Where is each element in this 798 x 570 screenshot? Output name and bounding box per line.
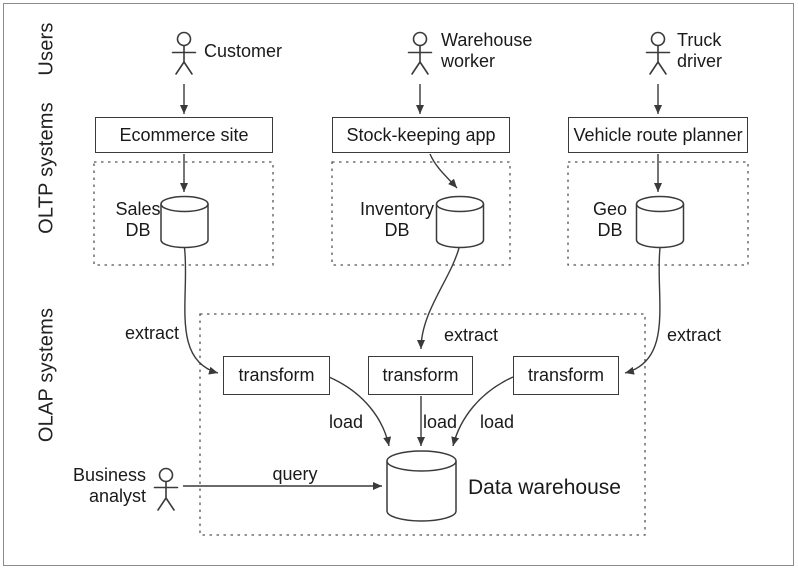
vehicle-route-planner-label: Vehicle route planner — [573, 124, 743, 145]
truck-driver-label-line2: driver — [677, 51, 723, 71]
data-warehouse-cylinder — [386, 450, 457, 522]
inventory-db-label-line1: Inventory — [359, 199, 435, 219]
customer-stick-figure-icon — [171, 31, 197, 75]
truck-driver-label: Truck driver — [677, 30, 722, 72]
ecommerce-site-label: Ecommerce site — [119, 124, 249, 145]
truck-driver-label-line1: Truck — [677, 30, 722, 50]
extract-label-left: extract — [124, 323, 180, 343]
sales-db-cylinder — [160, 195, 209, 249]
stock-keeping-app-box: Stock-keeping app — [332, 117, 510, 153]
extract-arrow-left — [183, 247, 219, 375]
extract-label-middle: extract — [443, 325, 499, 345]
extract-arrow-right — [624, 247, 661, 375]
data-warehouse-label: Data warehouse — [468, 476, 621, 499]
ecommerce-site-box: Ecommerce site — [95, 117, 273, 153]
customer-label: Customer — [204, 41, 283, 61]
transform-box-middle: transform — [368, 356, 473, 395]
load-arrow-left — [328, 376, 392, 447]
geo-db-label-line2: DB — [597, 220, 623, 240]
load-arrow-right — [451, 376, 514, 447]
transform-box-right: transform — [513, 356, 619, 395]
oltp-boundary-left — [93, 161, 274, 266]
transform-label-left: transform — [238, 365, 315, 385]
geo-db-label: Geo DB — [550, 199, 670, 241]
sales-db-label-line2: DB — [125, 220, 151, 240]
sales-db-label-line1: Sales — [115, 199, 161, 219]
stock-keeping-app-label: Stock-keeping app — [346, 124, 496, 145]
extract-arrow-middle — [417, 247, 460, 350]
query-label: query — [272, 464, 318, 484]
load-label-left: load — [328, 412, 364, 432]
business-analyst-label: Business analyst — [66, 465, 146, 507]
warehouse-worker-label-line2: worker — [441, 51, 496, 71]
inventory-db-cylinder — [435, 195, 485, 249]
lane-label-users: Users — [35, 22, 58, 76]
extract-label-right: extract — [666, 325, 722, 345]
load-label-right: load — [479, 412, 515, 432]
transform-label-middle: transform — [382, 365, 459, 385]
lane-label-olap-systems: OLAP systems — [35, 307, 58, 443]
warehouse-worker-label-line1: Warehouse — [441, 30, 533, 50]
inventory-db-label: Inventory DB — [337, 199, 457, 241]
geo-db-cylinder — [635, 195, 685, 249]
vehicle-route-planner-box: Vehicle route planner — [568, 117, 748, 153]
business-analyst-label-line2: analyst — [88, 486, 146, 506]
arrow-stock-app-to-inventory-db — [429, 153, 458, 189]
truck-driver-stick-figure-icon — [645, 31, 671, 75]
geo-db-label-line1: Geo — [592, 199, 628, 219]
warehouse-worker-stick-figure-icon — [407, 31, 433, 75]
oltp-boundary-right — [567, 161, 749, 266]
olap-boundary — [199, 313, 646, 536]
lane-label-oltp-systems: OLTP systems — [35, 102, 58, 234]
sales-db-label: Sales DB — [78, 199, 198, 241]
transform-box-left: transform — [223, 356, 330, 395]
load-label-middle: load — [422, 412, 458, 432]
transform-label-right: transform — [527, 365, 605, 385]
business-analyst-stick-figure-icon — [153, 467, 179, 511]
inventory-db-label-line2: DB — [384, 220, 410, 240]
warehouse-worker-label: Warehouse worker — [441, 30, 532, 72]
business-analyst-label-line1: Business — [72, 465, 146, 485]
